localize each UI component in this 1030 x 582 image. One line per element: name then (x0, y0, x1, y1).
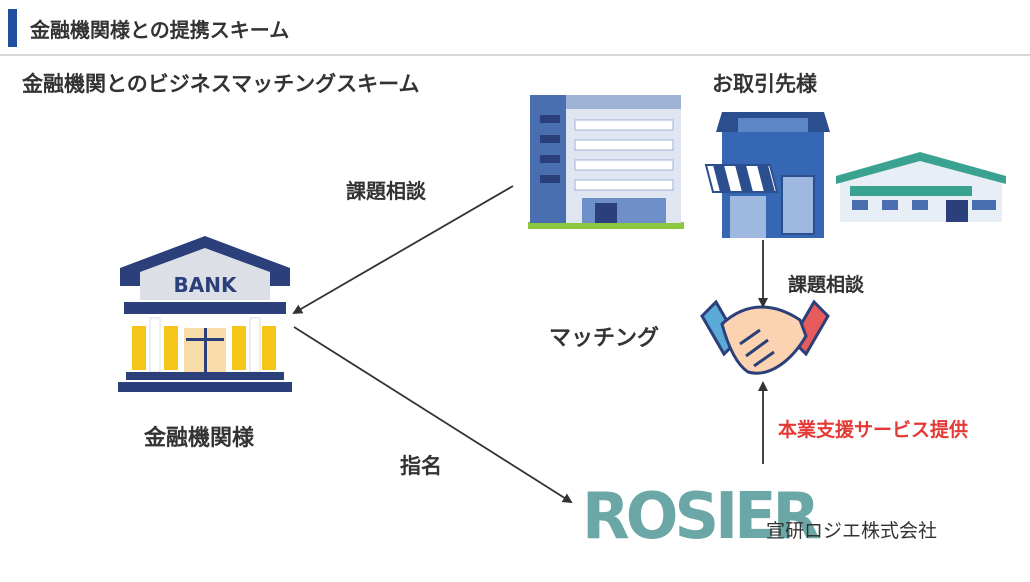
rosier-logo: ROSIER (582, 477, 820, 554)
clients-label: お取引先様 (712, 72, 817, 96)
header-accent-bar (8, 9, 17, 47)
consult-arrow-left (292, 185, 514, 315)
slide-header: 金融機関様との提携スキーム (0, 0, 1030, 56)
nomination-label: 指名 (400, 454, 442, 478)
consult-label-left: 課題相談 (346, 179, 426, 203)
matching-label: マッチング (549, 326, 660, 351)
office-building-icon (528, 95, 684, 229)
nomination-arrow (293, 326, 573, 504)
warehouse-icon (836, 152, 1006, 222)
scheme-subtitle: 金融機関とのビジネスマッチングスキーム (22, 72, 420, 96)
company-name: 宣研ロジエ株式会社 (766, 520, 938, 542)
bank-sign-text: BANK (174, 273, 238, 297)
handshake-icon (700, 299, 830, 375)
consult-label-right: 課題相談 (788, 274, 865, 296)
bank-icon: BANK (118, 236, 292, 392)
bank-label: 金融機関様 (144, 426, 255, 451)
slide-title: 金融機関様との提携スキーム (30, 18, 290, 42)
shop-icon (704, 112, 830, 238)
support-label: 本業支援サービス提供 (778, 419, 969, 441)
